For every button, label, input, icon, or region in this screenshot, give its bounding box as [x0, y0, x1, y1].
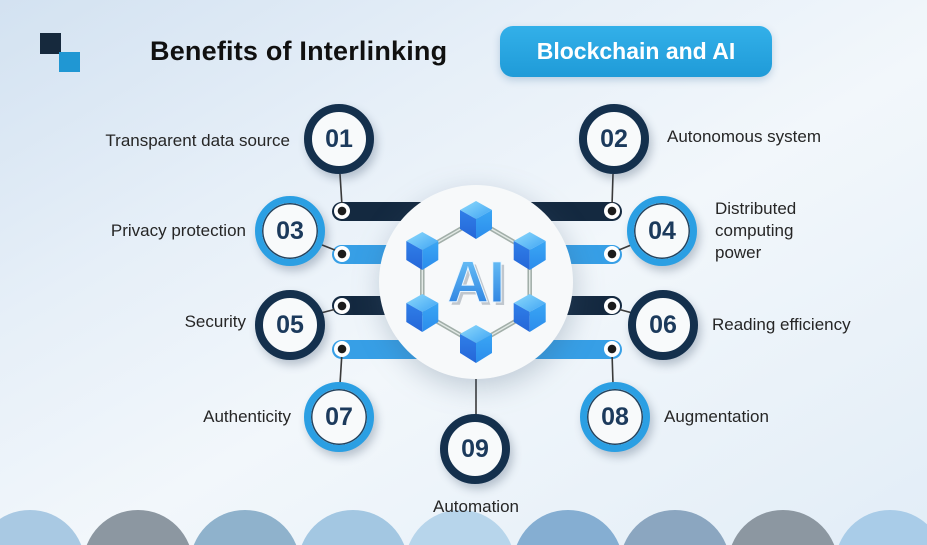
node-03: 03: [255, 196, 325, 266]
node-number: 06: [649, 310, 677, 339]
label-distributed-computing-power: Distributed computing power: [715, 199, 797, 262]
label-security: Security: [184, 312, 246, 331]
node-07: 07: [304, 382, 374, 452]
node-number: 04: [648, 216, 676, 245]
scallop-bump: [620, 510, 730, 545]
node-06: 06: [628, 290, 698, 360]
node-05: 05: [255, 290, 325, 360]
node-number: 07: [325, 402, 353, 431]
page-title: Benefits of Interlinking: [150, 36, 448, 66]
label-privacy-protection: Privacy protection: [110, 221, 246, 240]
scallop-bump: [297, 510, 408, 545]
bar-endpoint-dot: [334, 298, 350, 314]
ai-network-graphic: AI AI: [379, 185, 573, 379]
svg-text:AI: AI: [450, 253, 508, 318]
bar-endpoint-dot: [604, 341, 620, 357]
topic-badge: Blockchain and AI: [500, 26, 772, 77]
node-04: 04: [627, 196, 697, 266]
bar-endpoint-dot: [334, 203, 350, 219]
node-01: 01: [304, 104, 374, 174]
center-circle: [379, 185, 573, 379]
node-09: 09: [440, 414, 510, 484]
bar-endpoint-dot: [604, 203, 620, 219]
node-number: 03: [276, 216, 304, 245]
bar-endpoint-dot: [334, 341, 350, 357]
label-authenticity: Authenticity: [203, 407, 291, 426]
label-reading-efficiency: Reading efficiency: [712, 315, 851, 334]
node-number: 05: [276, 310, 304, 339]
node-number: 08: [601, 402, 629, 431]
scallop-bump: [727, 510, 838, 545]
label-transparent-data-source: Transparent data source: [105, 131, 290, 150]
scallop-bump: [0, 510, 85, 545]
scallop-bump: [835, 510, 927, 545]
ai-label: AI: [447, 250, 505, 315]
bar-endpoint-dot: [334, 246, 350, 262]
bar-endpoint-dot: [604, 246, 620, 262]
node-number: 01: [325, 124, 353, 153]
node-number: 02: [600, 124, 628, 153]
logo-dark-square-icon: [40, 33, 61, 54]
node-02: 02: [579, 104, 649, 174]
label-autonomous-system: Autonomous system: [667, 127, 822, 146]
node-08: 08: [580, 382, 650, 452]
node-number: 09: [461, 434, 489, 463]
label-automation: Automation: [433, 497, 519, 516]
bar-endpoint-dot: [604, 298, 620, 314]
label-augmentation: Augmentation: [664, 407, 769, 426]
logo-blue-square-icon: [59, 52, 80, 72]
scallop-bump: [190, 510, 300, 545]
scallop-bump: [82, 510, 193, 545]
